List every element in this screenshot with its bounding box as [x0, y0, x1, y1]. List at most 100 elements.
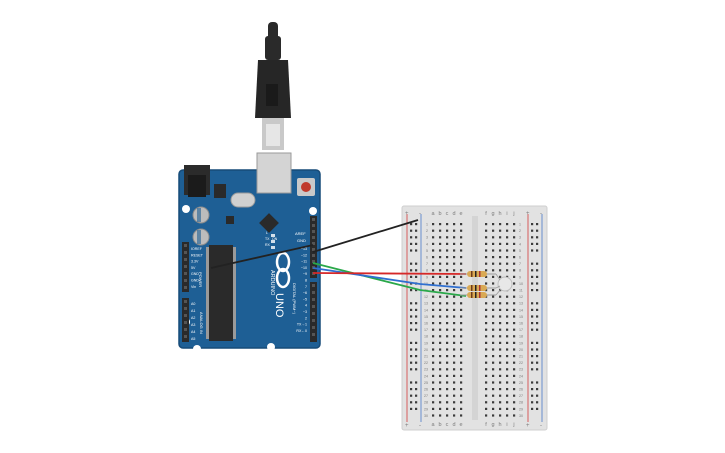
- breadboard-hole: [460, 275, 463, 278]
- breadboard-hole: [439, 308, 442, 311]
- breadboard-hole: [439, 262, 442, 265]
- rail-hole: [415, 328, 418, 331]
- breadboard-hole: [460, 282, 463, 285]
- header-pin: [312, 260, 315, 263]
- wire-gnd-black[interactable]: [312, 219, 419, 253]
- breadboard-hole: [506, 302, 509, 305]
- breadboard-hole: [453, 401, 456, 404]
- rail-hole: [531, 269, 534, 272]
- breadboard-hole: [492, 328, 495, 331]
- resistor-2[interactable]: [460, 285, 496, 291]
- row-number-right: 10: [519, 282, 523, 286]
- breadboard-hole: [453, 242, 456, 245]
- breadboard-hole: [460, 394, 463, 397]
- breadboard-hole: [432, 289, 435, 292]
- rail-hole: [415, 289, 418, 292]
- breadboard-hole: [485, 368, 488, 371]
- breadboard-hole: [446, 388, 449, 391]
- breadboard-hole: [492, 361, 495, 364]
- board-brand-text: ARDUINO: [269, 270, 275, 296]
- resistor-1[interactable]: [460, 271, 496, 277]
- breadboard-hole: [513, 262, 516, 265]
- breadboard-hole: [506, 355, 509, 358]
- wire-green[interactable]: [312, 262, 467, 297]
- breadboard-hole: [446, 269, 449, 272]
- breadboard-hole: [499, 295, 502, 298]
- breadboard-hole: [513, 308, 516, 311]
- rail-hole: [415, 388, 418, 391]
- column-label-top: h: [498, 211, 501, 217]
- rail-hole: [536, 328, 539, 331]
- row-number-right: 2: [519, 229, 521, 233]
- breadboard-hole: [492, 262, 495, 265]
- breadboard-hole: [499, 381, 502, 384]
- breadboard-hole: [492, 289, 495, 292]
- rail-hole: [536, 289, 539, 292]
- resistor-3[interactable]: [460, 292, 496, 298]
- digital-pin-label: 4: [305, 304, 307, 308]
- rail-hole: [531, 302, 534, 305]
- breadboard-hole: [506, 223, 509, 226]
- breadboard-hole: [499, 407, 502, 410]
- breadboard-hole: [513, 355, 516, 358]
- breadboard-hole: [492, 394, 495, 397]
- breadboard-hole: [439, 256, 442, 259]
- row-number-right: 29: [519, 407, 523, 411]
- breadboard-hole: [506, 242, 509, 245]
- header-pin: [312, 218, 315, 221]
- header-pin: [184, 258, 187, 261]
- wire-red[interactable]: [312, 272, 467, 275]
- rail-hole: [536, 242, 539, 245]
- rail-hole: [536, 249, 539, 252]
- usb-socket: [256, 152, 292, 194]
- breadboard-hole: [446, 361, 449, 364]
- breadboard-hole: [506, 256, 509, 259]
- breadboard-hole: [460, 348, 463, 351]
- rail-hole: [531, 275, 534, 278]
- row-number-left: 9: [426, 275, 428, 279]
- row-number-right: 23: [519, 368, 523, 372]
- breadboard-hole: [492, 401, 495, 404]
- power-pin-label: 3.3V: [191, 260, 199, 264]
- breadboard-hole: [432, 262, 435, 265]
- rail-hole: [415, 394, 418, 397]
- rail-hole: [531, 355, 534, 358]
- row-number-left: 16: [424, 322, 428, 326]
- breadboard-hole: [513, 414, 516, 417]
- breadboard-hole: [460, 229, 463, 232]
- breadboard-hole: [453, 394, 456, 397]
- column-label-bottom: c: [446, 422, 449, 428]
- breadboard-hole: [453, 229, 456, 232]
- header-pin: [312, 284, 315, 287]
- rail-hole: [415, 381, 418, 384]
- breadboard-hole: [485, 242, 488, 245]
- breadboard-hole: [446, 355, 449, 358]
- breadboard-hole: [460, 262, 463, 265]
- rail-hole: [410, 388, 413, 391]
- breadboard-hole: [499, 328, 502, 331]
- breadboard-hole: [439, 322, 442, 325]
- breadboard-hole: [513, 302, 516, 305]
- breadboard-hole: [432, 381, 435, 384]
- breadboard-hole: [460, 302, 463, 305]
- breadboard-hole: [460, 295, 463, 298]
- gnd-label: GND: [297, 238, 306, 243]
- rail-hole: [410, 407, 413, 410]
- breadboard-hole: [506, 322, 509, 325]
- rail-plus-top-left: +: [405, 211, 409, 217]
- header-pin: [312, 224, 315, 227]
- row-number-right: 12: [519, 295, 523, 299]
- breadboard-hole: [460, 401, 463, 404]
- breadboard-hole: [446, 414, 449, 417]
- breadboard-hole: [513, 242, 516, 245]
- breadboard-hole: [453, 315, 456, 318]
- reset-button[interactable]: [297, 178, 315, 196]
- digital-label: DIGITAL (PWM~): [292, 283, 297, 315]
- breadboard-hole: [453, 256, 456, 259]
- rail-hole: [410, 355, 413, 358]
- rgb-led[interactable]: [495, 273, 513, 296]
- rail-hole: [410, 348, 413, 351]
- rail-hole: [536, 407, 539, 410]
- column-label-top: c: [446, 211, 449, 217]
